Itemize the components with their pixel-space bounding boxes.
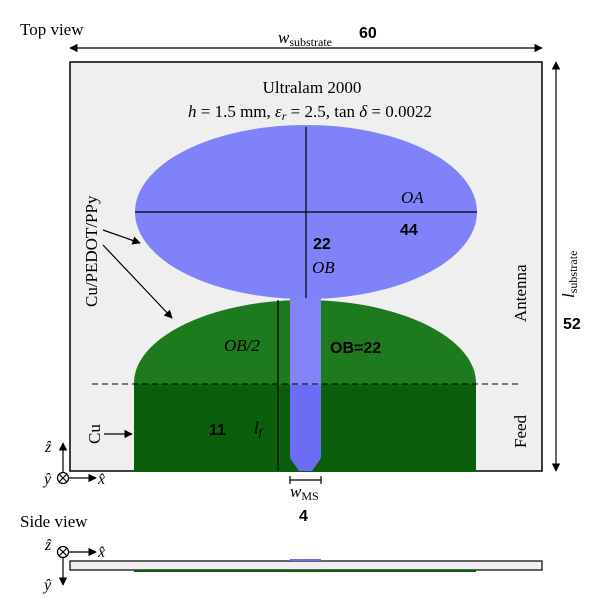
feed-label: Feed: [511, 414, 530, 448]
side-view-substrate: [69, 560, 543, 571]
lf-value: 11: [209, 422, 226, 439]
oa-value: 44: [400, 222, 418, 239]
feed-line-lower: [290, 385, 321, 471]
l-substrate-value: 52: [563, 316, 581, 333]
ob-equals-label: OB=22: [330, 340, 381, 357]
antenna-label: Antenna: [511, 264, 530, 322]
wms-label: wMS: [290, 482, 319, 503]
substrate-properties: h = 1.5 mm, εr = 2.5, tan δ = 0.0022: [188, 102, 432, 123]
wms-value: 4: [299, 508, 308, 525]
oa-label: OA: [401, 188, 424, 207]
l-substrate-label: lsubstrate: [559, 251, 580, 298]
svg-text:ŷ: ŷ: [42, 577, 52, 594]
ground-material-label: Cu: [85, 424, 104, 444]
top-view-label: Top view: [20, 20, 84, 39]
svg-text:ẑ: ẑ: [44, 537, 52, 554]
patch-material-label: Cu/PEDOT/PPy: [82, 195, 101, 307]
svg-text:x̂: x̂: [97, 471, 105, 488]
ob-label: OB: [312, 258, 335, 277]
patch-material-arrow-1: [102, 229, 141, 245]
top-view-axes: ẑ ŷ x̂: [42, 439, 105, 488]
svg-text:ẑ: ẑ: [44, 439, 52, 456]
feed-line-upper: [290, 298, 321, 385]
ob-value: 22: [313, 236, 331, 253]
w-substrate-value: 60: [359, 25, 377, 42]
ob-half-label: OB/2: [224, 336, 260, 355]
lf-label: lf: [254, 418, 264, 439]
w-substrate-label: wsubstrate: [278, 28, 332, 49]
side-view-label: Side view: [20, 512, 88, 531]
patch-material-arrow-2: [102, 244, 173, 319]
svg-text:x̂: x̂: [97, 544, 105, 561]
substrate-name: Ultralam 2000: [263, 78, 362, 97]
svg-text:ŷ: ŷ: [42, 471, 52, 488]
side-view-axes: ẑ x̂ ŷ: [42, 537, 105, 594]
